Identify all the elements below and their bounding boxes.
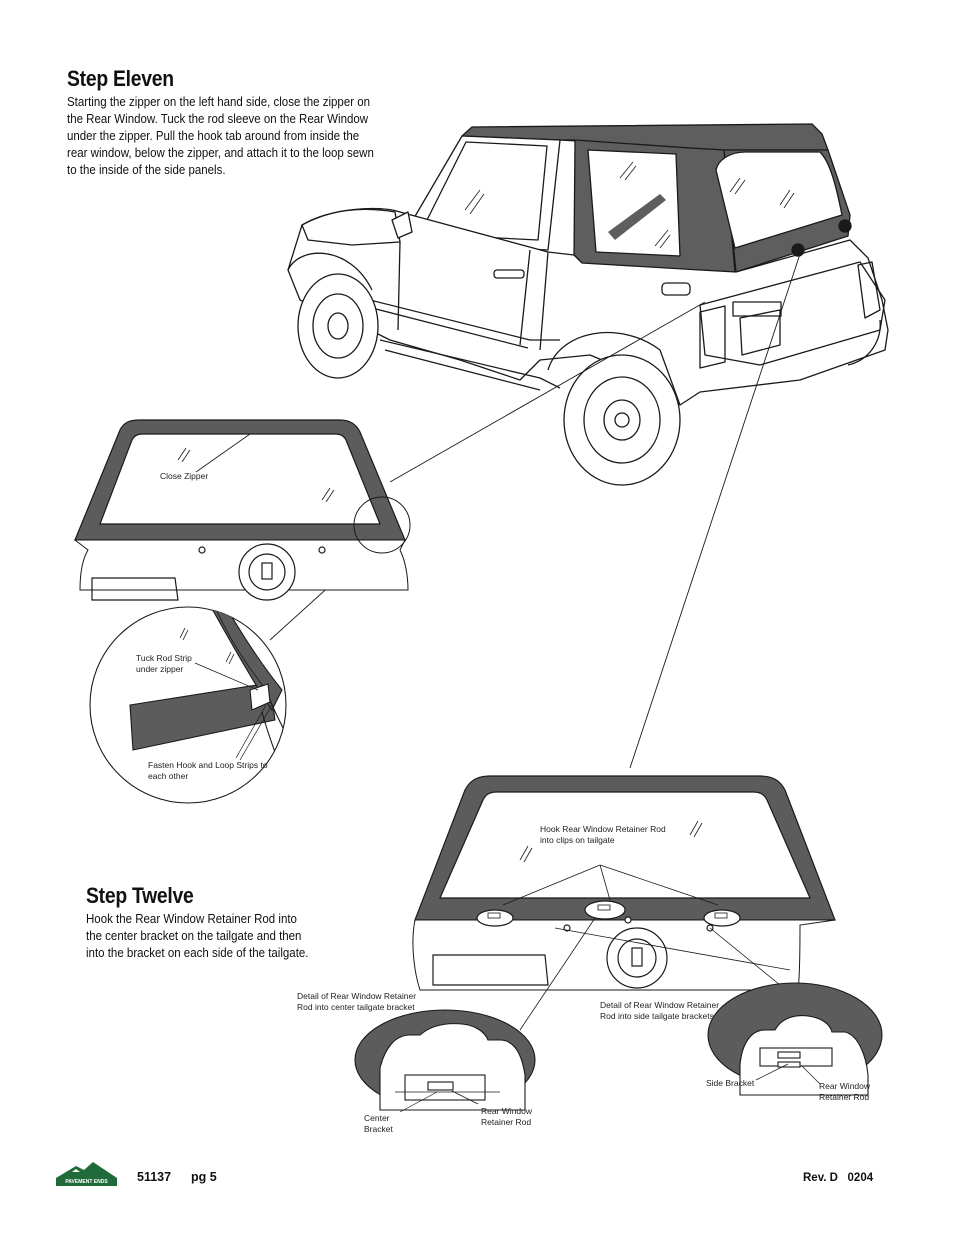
instruction-line: the center bracket on the tailgate and t… — [86, 929, 302, 943]
step-twelve-title: Step Twelve — [86, 883, 194, 908]
logo-text: PAVEMENT ENDS — [65, 1179, 108, 1185]
label-line: Rod into side tailgate brackets — [600, 1011, 714, 1021]
label-line: Retainer Rod — [819, 1092, 870, 1102]
instruction-line: under the zipper. Pull the hook tab arou… — [67, 129, 360, 143]
instruction-line: the Rear Window. Tuck the rod sleeve on … — [67, 112, 369, 126]
step-eleven-title: Step Eleven — [67, 66, 174, 91]
label-line: Center — [364, 1113, 390, 1123]
pavement-ends-logo — [56, 1162, 117, 1186]
vehicle-illustration — [287, 123, 889, 486]
label-line: Rear Window — [819, 1081, 871, 1091]
label-line: Tuck Rod Strip — [136, 653, 192, 663]
label-line: Hook Rear Window Retainer Rod — [540, 824, 666, 834]
page-number: pg 5 — [191, 1170, 217, 1184]
revision: Rev. D 0204 — [803, 1172, 874, 1184]
label-line: Bracket — [364, 1124, 393, 1134]
instruction-line: into the bracket on each side of the tai… — [86, 946, 309, 960]
label-center-bracket: Center Bracket — [364, 1113, 393, 1135]
step-twelve-instructions: Hook the Rear Window Retainer Rod into t… — [86, 911, 362, 962]
instruction-line: to the inside of the side panels. — [67, 163, 226, 177]
label-retainer-rod-center: Rear Window Retainer Rod — [481, 1106, 532, 1128]
rear-window-diagram-twelve — [412, 775, 836, 991]
step-eleven-instructions: Starting the zipper on the left hand sid… — [67, 94, 398, 179]
instruction-line: Hook the Rear Window Retainer Rod into — [86, 912, 297, 926]
label-line: Fasten Hook and Loop Strips to — [148, 760, 268, 770]
label-line: Retainer Rod — [481, 1117, 532, 1127]
label-side-bracket: Side Bracket — [706, 1078, 755, 1088]
tuck-rod-detail — [89, 606, 287, 804]
label-line: Detail of Rear Window Retainer — [600, 1000, 720, 1010]
label-detail-center: Detail of Rear Window Retainer Rod into … — [297, 991, 416, 1013]
label-line: each other — [148, 771, 189, 781]
leader-lines-twelve — [502, 864, 791, 1031]
label-tuck-rod: Tuck Rod Strip under zipper — [136, 653, 192, 675]
rear-window-diagram-eleven — [73, 419, 411, 601]
label-line: Detail of Rear Window Retainer — [297, 991, 417, 1001]
label-line: into clips on tailgate — [540, 835, 615, 845]
label-hook-retainer-rod: Hook Rear Window Retainer Rod into clips… — [540, 824, 666, 846]
side-bracket-detail — [707, 982, 883, 1096]
label-retainer-rod-side: Rear Window Retainer Rod — [819, 1081, 870, 1103]
label-fasten-hook-loop: Fasten Hook and Loop Strips to each othe… — [148, 760, 268, 782]
label-line: Rear Window — [481, 1106, 533, 1116]
label-line: Rod into center tailgate bracket — [297, 1002, 415, 1012]
instruction-line: rear window, below the zipper, and attac… — [67, 146, 374, 160]
instruction-line: Starting the zipper on the left hand sid… — [67, 95, 371, 109]
center-bracket-detail — [354, 1009, 536, 1113]
label-line: under zipper — [136, 664, 184, 674]
label-close-zipper: Close Zipper — [160, 471, 209, 481]
part-number: 51137 — [137, 1170, 172, 1184]
label-detail-side: Detail of Rear Window Retainer Rod into … — [600, 1000, 719, 1022]
